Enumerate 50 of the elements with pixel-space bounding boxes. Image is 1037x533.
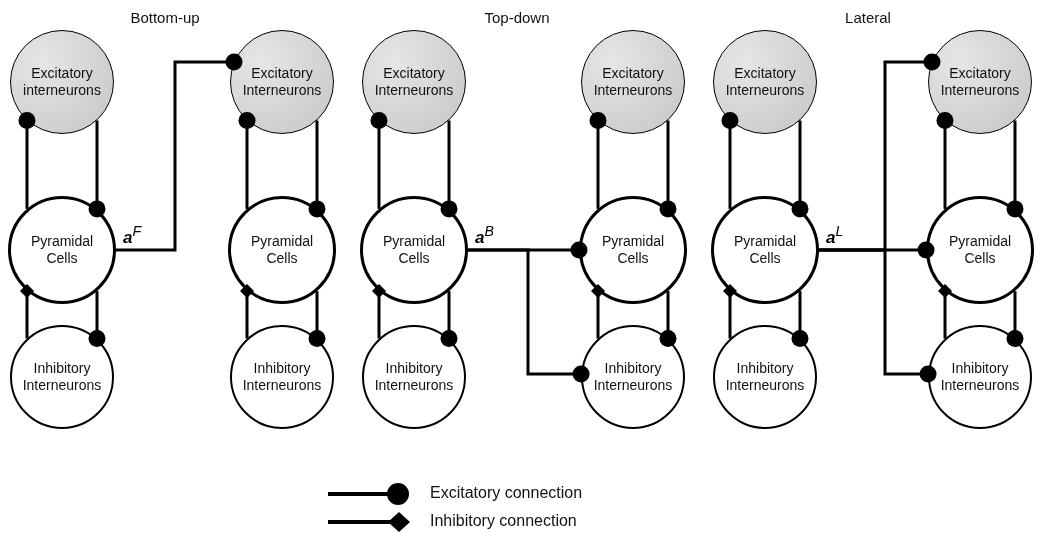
connection-line: [936, 111, 954, 209]
panel-title: Lateral: [845, 9, 891, 26]
connection-line: [659, 120, 677, 218]
connection-line: [589, 111, 607, 209]
panel-title: Bottom-up: [130, 9, 200, 26]
connection-line: [88, 291, 106, 348]
neuron-label: Excitatory Interneurons: [592, 64, 674, 100]
connection-line: [468, 248, 590, 383]
connection-line: [18, 111, 36, 209]
connection-line: [791, 291, 809, 348]
neuron-label: Pyramidal Cells: [29, 232, 95, 268]
connection-line: [723, 284, 737, 339]
connection-line: [240, 284, 254, 339]
neuron-label: Inhibitory Interneurons: [241, 359, 323, 395]
connection-line: [1006, 120, 1024, 218]
legend-label: Inhibitory connection: [430, 512, 577, 530]
connection-line: [819, 248, 937, 383]
neuron-label: Inhibitory Interneurons: [724, 359, 806, 395]
connection-line: [440, 291, 458, 348]
neuron-label: Inhibitory Interneurons: [592, 359, 674, 395]
connection-line: [116, 53, 243, 252]
neuron-label: Excitatory Interneurons: [373, 64, 455, 100]
neuron-label: Excitatory Interneurons: [724, 64, 806, 100]
panel-title: Top-down: [484, 9, 550, 26]
legend-label: Excitatory connection: [430, 484, 583, 502]
neuron-label: Inhibitory Interneurons: [939, 359, 1021, 395]
connection-line: [308, 291, 326, 348]
connection-line: [20, 284, 34, 339]
connection-line: [308, 120, 326, 218]
neuron-label: Inhibitory Interneurons: [373, 359, 455, 395]
connection-line: [370, 111, 388, 209]
neuron-label: Pyramidal Cells: [381, 232, 447, 268]
connection-line: [938, 284, 952, 339]
neuron-label: Pyramidal Cells: [947, 232, 1013, 268]
neuron-label: Excitatory Interneurons: [241, 64, 323, 100]
neuron-label: Pyramidal Cells: [249, 232, 315, 268]
connection-line: [721, 111, 739, 209]
neuron-label: Excitatory Interneurons: [939, 64, 1021, 100]
connection-line: [659, 291, 677, 348]
neuron-label: Excitatory interneurons: [22, 64, 102, 100]
connection-line: [238, 111, 256, 209]
connection-line: [88, 120, 106, 218]
connection-line: [1006, 291, 1024, 348]
neuron-label: Inhibitory Interneurons: [21, 359, 103, 395]
connection-line: [591, 284, 605, 339]
neuron-label: Pyramidal Cells: [600, 232, 666, 268]
connection-line: [372, 284, 386, 339]
connection-line: [791, 120, 809, 218]
connection-line: [440, 120, 458, 218]
neuron-label: Pyramidal Cells: [732, 232, 798, 268]
